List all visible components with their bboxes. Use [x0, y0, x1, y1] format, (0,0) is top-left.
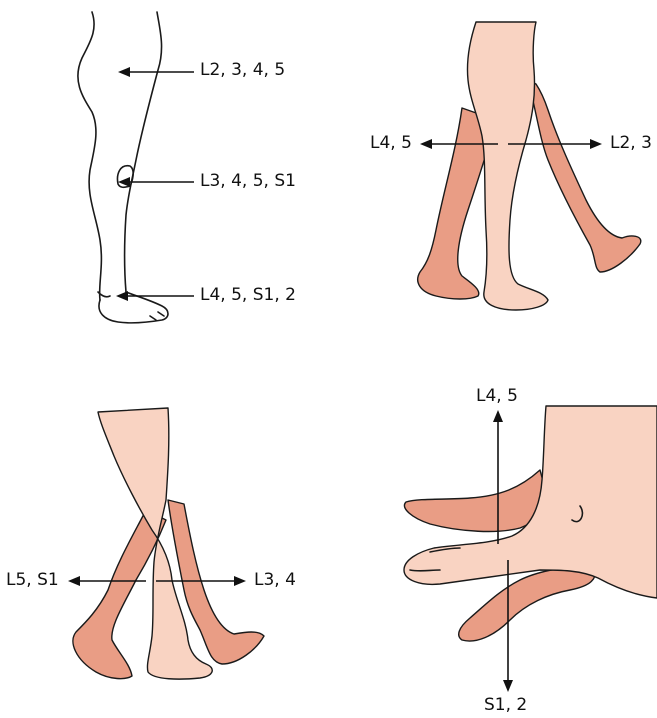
ankle-foot-figure: [404, 406, 657, 641]
knee-extension-label: L3, 4: [254, 572, 296, 589]
knee-flexion-label: L5, S1: [6, 572, 59, 589]
leg-outline-figure: [78, 12, 168, 323]
ankle-sensation-arrow: [116, 291, 194, 301]
knee-walking-figure: [73, 408, 264, 679]
dorsiflexion-label: L4, 5: [476, 388, 518, 405]
hip-extension-label: L4, 5: [370, 135, 412, 152]
knee-sensation-label: L3, 4, 5, S1: [200, 173, 296, 190]
ankle-sensation-label: L4, 5, S1, 2: [200, 287, 296, 304]
knee-sensation-arrow: [118, 177, 194, 187]
hip-walking-figure: [418, 22, 641, 310]
hip-flexion-label: L2, 3: [610, 135, 652, 152]
hip-sensation-label: L2, 3, 4, 5: [200, 62, 285, 79]
plantarflexion-label: S1, 2: [484, 697, 527, 714]
